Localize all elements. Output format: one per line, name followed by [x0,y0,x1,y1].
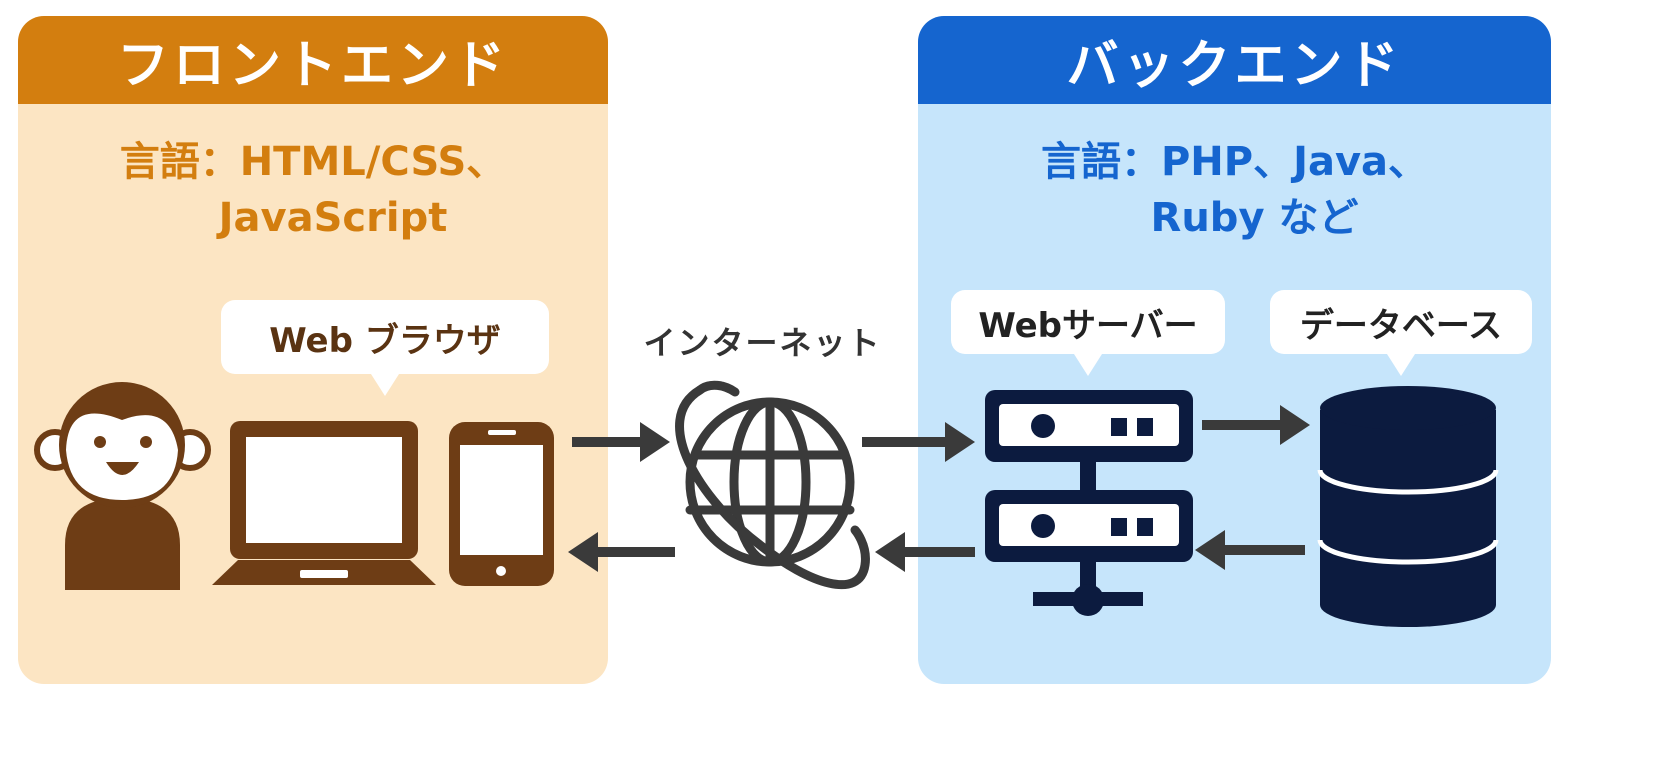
server-icon [985,390,1193,616]
backend-lang-line1: 言語：PHP、Java、 [1040,139,1429,185]
frontend-title: フロントエンド [18,16,608,104]
person-icon [34,382,211,590]
frontend-languages: 言語：HTML/CSS、 JavaScript [18,134,608,246]
internet-label: インターネット [643,324,882,362]
backend-languages: 言語：PHP、Java、 Ruby など [918,134,1551,246]
database-icon [1317,386,1499,627]
globe-icon [675,380,870,590]
browser-bubble: Web ブラウザ [221,300,549,396]
frontend-lang-line2: JavaScript [218,195,448,241]
server-bubble: Webサーバー [951,290,1225,376]
database-bubble: データベース [1270,290,1532,376]
arrows [568,405,1310,572]
backend-lang-line2: Ruby など [1150,195,1359,241]
smartphone-icon [449,422,554,586]
backend-title: バックエンド [918,16,1551,104]
laptop-icon [212,421,436,585]
frontend-lang-line1: 言語：HTML/CSS、 [119,139,507,185]
